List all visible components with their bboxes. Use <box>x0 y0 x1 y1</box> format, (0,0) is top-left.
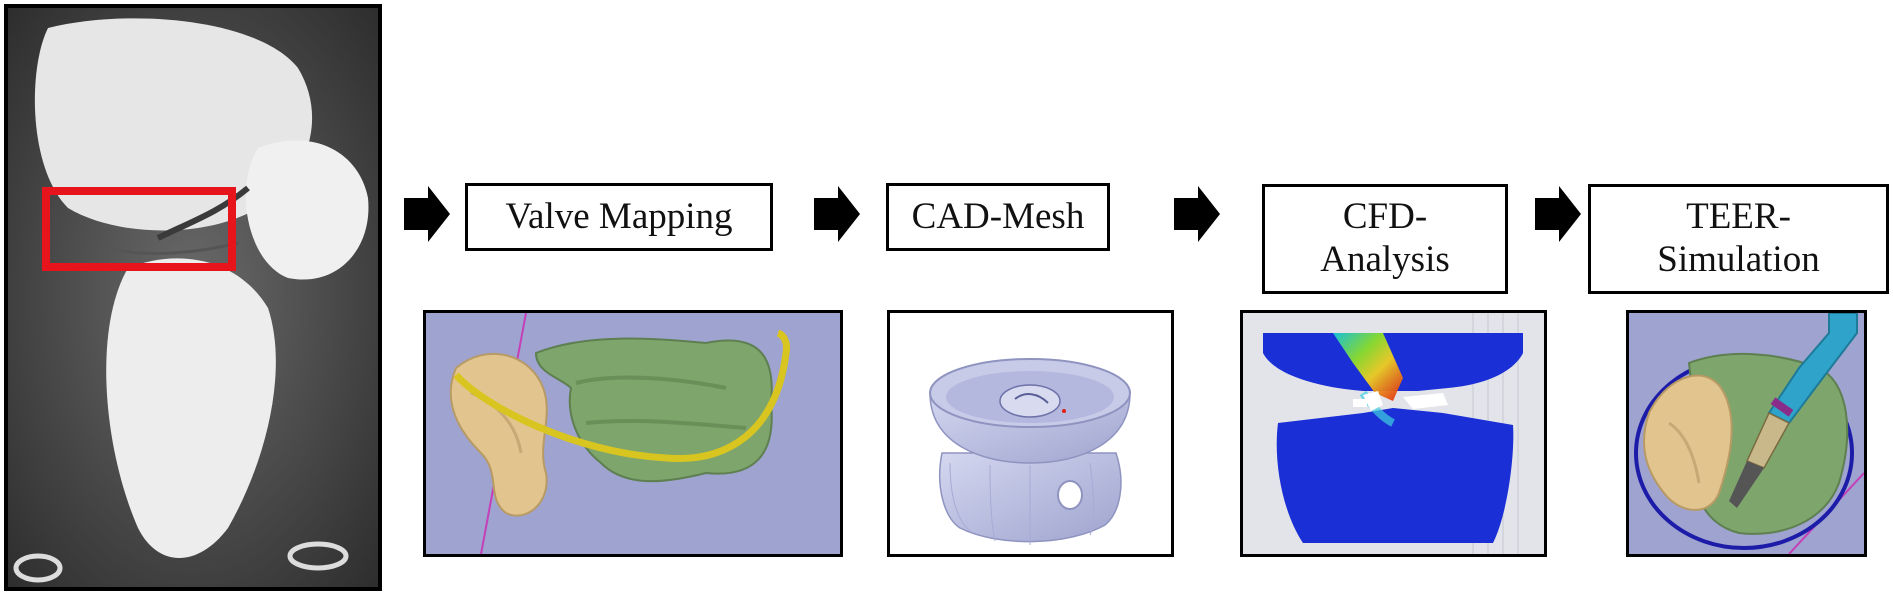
step-label-cfd-analysis: CFD- Analysis <box>1262 184 1508 294</box>
arrow-right-icon <box>404 186 450 242</box>
arrow-right-icon <box>1174 186 1220 242</box>
step-label-valve-mapping: Valve Mapping <box>465 183 773 251</box>
arrow-right-icon <box>814 186 860 242</box>
ct-scan-image <box>4 4 382 591</box>
cad-mesh-image <box>887 310 1174 557</box>
region-highlight-box <box>42 187 236 271</box>
cfd-analysis-image <box>1240 310 1547 557</box>
arrow-right-icon <box>1535 186 1581 242</box>
valve-mapping-image <box>423 310 843 557</box>
teer-simulation-image <box>1626 310 1867 557</box>
ct-scan-graphic <box>8 8 378 587</box>
step-label-cad-mesh: CAD-Mesh <box>886 183 1110 251</box>
step-label-teer-simulation: TEER- Simulation <box>1588 184 1889 294</box>
